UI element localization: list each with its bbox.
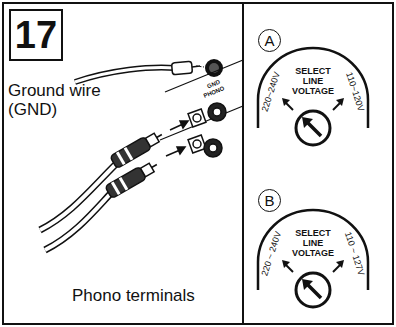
- variant-circle: A: [258, 29, 281, 52]
- selector-caption: SELECT LINE VOLTAGE: [287, 67, 339, 97]
- node-text: B: [264, 193, 274, 208]
- variant-circle: B: [258, 189, 281, 212]
- node-text: 17: [15, 16, 57, 54]
- step-number-box: 17: [9, 9, 63, 61]
- node-text: A: [264, 33, 274, 48]
- part-label: Phono terminals: [72, 287, 195, 306]
- part-label: Ground wire (GND): [8, 82, 108, 119]
- selector-caption: SELECT LINE VOLTAGE: [287, 229, 339, 259]
